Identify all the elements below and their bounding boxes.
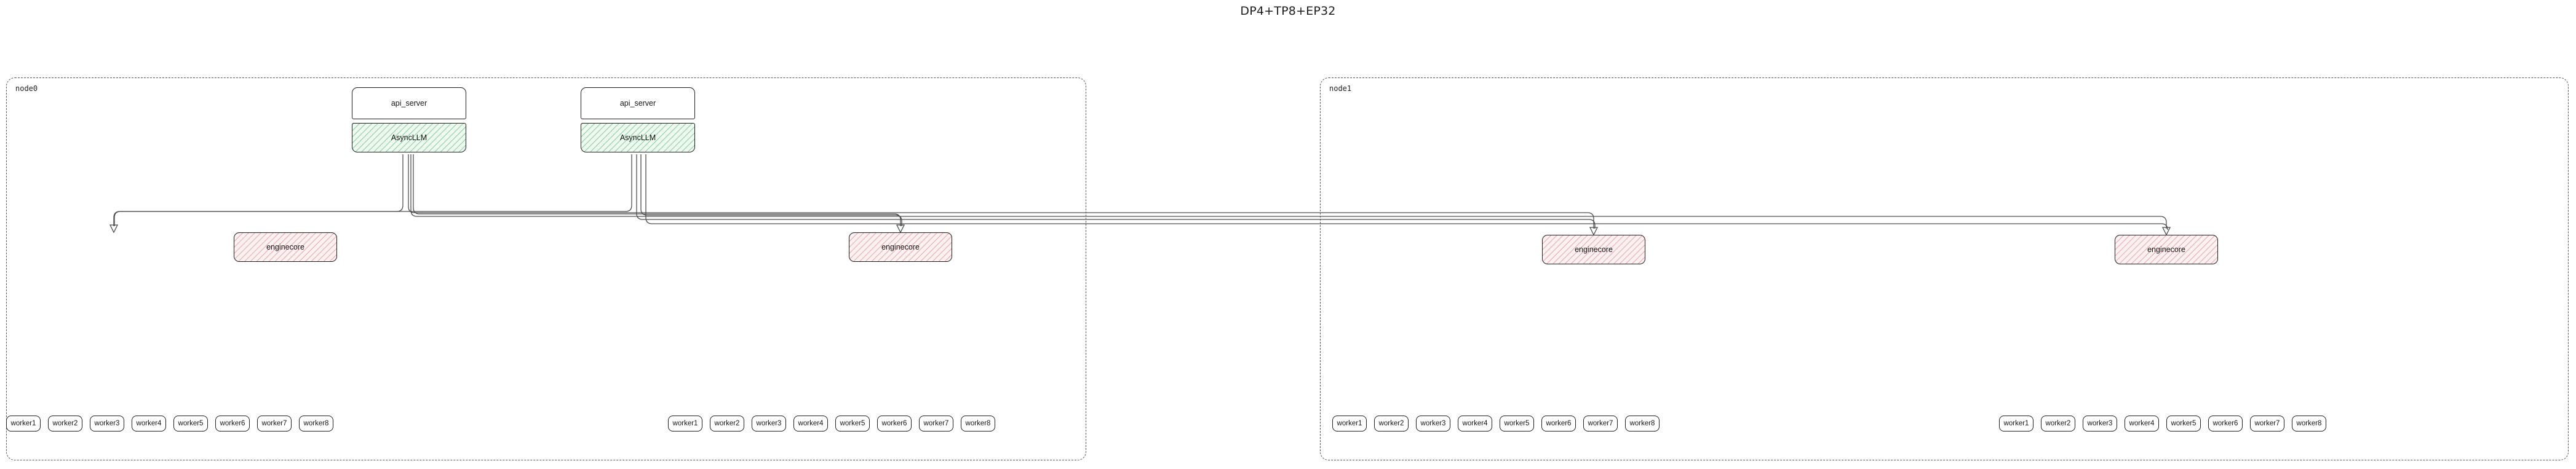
node-worker[interactable]: worker5: [835, 416, 870, 432]
node-worker[interactable]: worker3: [1416, 416, 1450, 432]
node-worker-label: worker5: [1504, 420, 1530, 427]
node-worker-label: worker4: [2129, 420, 2155, 427]
node-worker[interactable]: worker1: [1332, 416, 1367, 432]
node-enginecore-3[interactable]: enginecore: [2115, 235, 2218, 264]
node-worker[interactable]: worker4: [2125, 416, 2159, 432]
node-worker[interactable]: worker6: [1541, 416, 1576, 432]
node-worker[interactable]: worker2: [1374, 416, 1409, 432]
node-enginecore-1-label: enginecore: [881, 243, 920, 251]
node-worker-label: worker2: [52, 420, 78, 427]
node-worker-label: worker4: [798, 420, 824, 427]
node-worker[interactable]: worker8: [961, 416, 995, 432]
cluster-node1: node1: [1320, 77, 2569, 460]
node-worker[interactable]: worker7: [257, 416, 292, 432]
node-worker-label: worker4: [1462, 420, 1488, 427]
node-worker-label: worker8: [965, 420, 991, 427]
node-worker[interactable]: worker1: [1999, 416, 2033, 432]
node-worker-label: worker1: [10, 420, 36, 427]
node-enginecore-2-label: enginecore: [1575, 245, 1613, 254]
node-worker-label: worker1: [672, 420, 698, 427]
node-worker[interactable]: worker3: [752, 416, 786, 432]
cluster-node0-label: node0: [15, 84, 38, 93]
page-title: DP4+TP8+EP32: [1240, 4, 1336, 18]
node-worker-label: worker8: [2296, 420, 2322, 427]
node-api-server-0[interactable]: api_server: [352, 87, 466, 119]
node-worker-label: worker7: [1588, 420, 1613, 427]
node-worker-label: worker7: [923, 420, 949, 427]
node-worker[interactable]: worker5: [173, 416, 208, 432]
node-worker-label: worker1: [2003, 420, 2029, 427]
node-worker-label: worker7: [261, 420, 287, 427]
node-worker[interactable]: worker5: [2166, 416, 2201, 432]
node-worker-label: worker3: [756, 420, 782, 427]
node-worker[interactable]: worker6: [877, 416, 912, 432]
node-worker-label: worker6: [881, 420, 907, 427]
cluster-node1-label: node1: [1329, 84, 1352, 93]
node-api-server-1[interactable]: api_server: [581, 87, 695, 119]
node-worker-label: worker3: [1420, 420, 1446, 427]
node-asyncllm-0[interactable]: AsyncLLM: [352, 123, 466, 152]
node-worker-label: worker6: [2212, 420, 2238, 427]
node-worker-label: worker8: [1629, 420, 1655, 427]
node-worker[interactable]: worker2: [710, 416, 744, 432]
node-worker-label: worker7: [2254, 420, 2280, 427]
node-worker-label: worker2: [714, 420, 740, 427]
node-worker[interactable]: worker4: [793, 416, 828, 432]
node-worker-label: worker8: [303, 420, 329, 427]
cluster-node0: node0: [6, 77, 1086, 460]
node-worker[interactable]: worker4: [1458, 416, 1492, 432]
node-worker-label: worker6: [1546, 420, 1572, 427]
node-worker-label: worker2: [2045, 420, 2071, 427]
node-worker[interactable]: worker2: [48, 416, 82, 432]
node-worker[interactable]: worker1: [668, 416, 702, 432]
node-worker[interactable]: worker4: [132, 416, 166, 432]
node-worker-label: worker5: [840, 420, 865, 427]
node-worker-label: worker5: [178, 420, 204, 427]
node-worker-label: worker1: [1337, 420, 1362, 427]
node-worker[interactable]: worker6: [215, 416, 250, 432]
node-enginecore-2[interactable]: enginecore: [1542, 235, 1645, 264]
node-worker-label: worker2: [1378, 420, 1404, 427]
node-enginecore-0[interactable]: enginecore: [234, 232, 337, 262]
node-worker[interactable]: worker7: [2250, 416, 2284, 432]
node-enginecore-3-label: enginecore: [2147, 245, 2185, 254]
node-worker-label: worker4: [136, 420, 162, 427]
node-worker[interactable]: worker1: [6, 416, 41, 432]
node-worker[interactable]: worker7: [1583, 416, 1618, 432]
node-worker-label: worker5: [2171, 420, 2196, 427]
node-worker-label: worker3: [2087, 420, 2113, 427]
node-enginecore-1[interactable]: enginecore: [849, 232, 952, 262]
node-worker[interactable]: worker8: [299, 416, 333, 432]
node-worker[interactable]: worker8: [1625, 416, 1660, 432]
node-worker-label: worker3: [94, 420, 120, 427]
node-api-server-0-label: api_server: [391, 99, 427, 108]
node-worker[interactable]: worker8: [2292, 416, 2326, 432]
node-worker[interactable]: worker2: [2041, 416, 2075, 432]
node-worker[interactable]: worker3: [90, 416, 124, 432]
node-enginecore-0-label: enginecore: [266, 243, 304, 251]
node-asyncllm-0-label: AsyncLLM: [391, 133, 427, 142]
node-worker[interactable]: worker5: [1500, 416, 1534, 432]
node-asyncllm-1-label: AsyncLLM: [619, 133, 656, 142]
node-worker-label: worker6: [220, 420, 245, 427]
node-worker[interactable]: worker7: [919, 416, 953, 432]
node-worker[interactable]: worker6: [2208, 416, 2243, 432]
node-asyncllm-1[interactable]: AsyncLLM: [581, 123, 695, 152]
node-api-server-1-label: api_server: [619, 99, 656, 108]
node-worker[interactable]: worker3: [2083, 416, 2117, 432]
